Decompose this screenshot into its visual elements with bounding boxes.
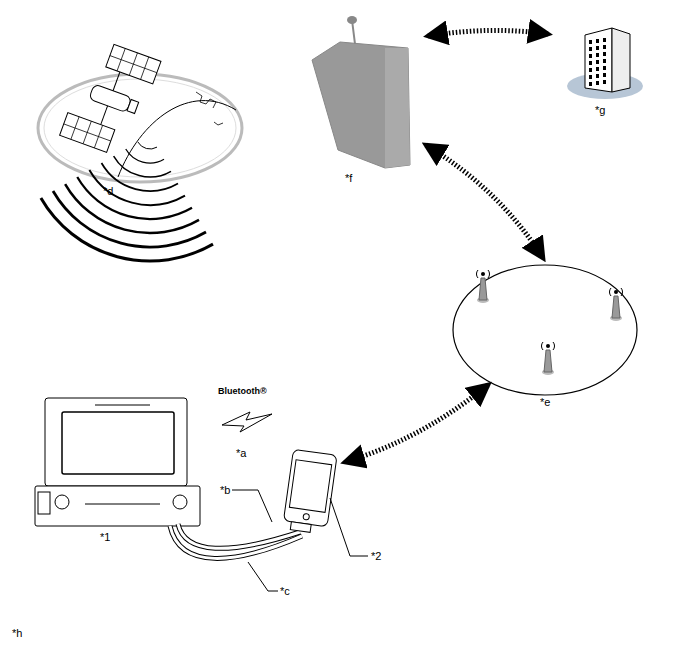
bluetooth-symbol <box>222 412 272 432</box>
wireless-link <box>345 30 548 462</box>
smartphone <box>282 449 337 534</box>
callout-label: *g <box>595 105 605 116</box>
server-building <box>567 28 643 99</box>
callout-label: *d <box>103 186 113 197</box>
navigation-head-unit <box>35 398 200 526</box>
brand-label: Bluetooth® <box>218 387 267 396</box>
cell-network <box>453 265 637 395</box>
callout-label: *a <box>236 448 246 459</box>
callout-label: *e <box>540 397 550 408</box>
callout-number: *1 <box>100 532 110 543</box>
satellite-icon <box>38 37 242 261</box>
usb-cable <box>170 524 302 558</box>
callout-label: *h <box>12 628 22 639</box>
leader-line <box>232 490 368 591</box>
callout-number: *2 <box>371 551 381 562</box>
broadcast-station <box>312 16 410 168</box>
callout-label: *c <box>280 586 290 597</box>
callout-label: *b <box>220 485 230 496</box>
callout-label: *f <box>345 173 352 184</box>
